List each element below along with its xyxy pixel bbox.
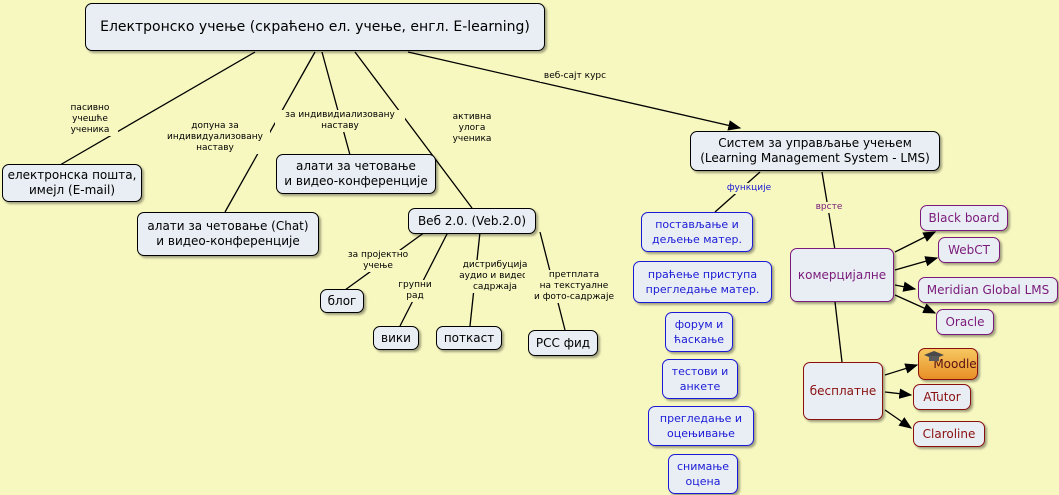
link-web2-wiki	[399, 231, 449, 327]
free-node[interactable]: бесплатне	[803, 362, 883, 420]
graduation-cap-icon	[924, 351, 944, 361]
meridian-node[interactable]: Meridian Global LMS	[918, 277, 1058, 303]
function-upload-node[interactable]: постављање и дељење матер.	[641, 212, 753, 252]
podcast-node[interactable]: поткаст	[436, 326, 502, 350]
chat-node[interactable]: алати за четовање (Chat) и видео-конфере…	[137, 212, 319, 256]
label-subscription: претплата на текстуалне и фото-садржаје	[525, 270, 623, 303]
label-project: за пројектно учење	[342, 250, 414, 272]
label-supplement: допуна за индивидуализовану наставу	[160, 121, 270, 154]
commercial-node[interactable]: комерцијалне	[790, 248, 894, 302]
label-active: активна улога ученика	[444, 112, 500, 145]
atutor-node[interactable]: ATutor	[913, 384, 971, 410]
link-commercial-oracle	[894, 294, 937, 314]
link-root-chat2	[321, 51, 351, 156]
function-tracking-node[interactable]: праћење приступа прегледање матер.	[633, 261, 772, 303]
link-root-chat	[224, 51, 316, 213]
link-root-lms	[407, 51, 742, 131]
moodle-node[interactable]: Moodle	[918, 348, 978, 380]
link-root-web2	[354, 51, 473, 209]
function-tests-node[interactable]: тестови и анкете	[662, 359, 738, 399]
label-website: веб-сајт курс	[540, 71, 610, 82]
wiki-node[interactable]: вики	[373, 326, 419, 350]
link-root-email	[59, 51, 256, 166]
link-free-moodle	[884, 363, 919, 376]
blackboard-node[interactable]: Black board	[920, 205, 1008, 231]
label-types: врсте	[812, 202, 846, 213]
label-individual: за индивидиализовану наставу	[275, 110, 405, 132]
label-group: групни рад	[393, 280, 437, 302]
chat2-node[interactable]: алати за четовање и видео-конференције	[276, 154, 436, 194]
root-node[interactable]: Електронско учење (скраћено ел. учење, е…	[85, 3, 545, 51]
label-passive: пасивно учешће ученика	[62, 103, 118, 136]
function-recording-node[interactable]: снимање оцена	[668, 454, 738, 494]
moodle-label: Moodle	[933, 356, 977, 371]
link-commercial-free	[834, 301, 843, 363]
link-free-claroline	[884, 409, 913, 429]
function-forum-node[interactable]: форум и ћаскање	[665, 312, 733, 352]
link-free-atutor	[884, 388, 913, 399]
email-node[interactable]: електронска пошта, имејл (E-mail)	[2, 164, 142, 202]
blog-node[interactable]: блог	[320, 289, 364, 313]
oracle-node[interactable]: Oracle	[936, 309, 994, 335]
lms-node[interactable]: Систем за управљање учењем (Learning Man…	[690, 131, 940, 171]
webct-node[interactable]: WebCT	[938, 237, 1000, 263]
link-commercial-webct	[894, 256, 939, 271]
claroline-node[interactable]: Claroline	[913, 421, 985, 447]
label-functions: функције	[722, 183, 776, 194]
link-commercial-meridian	[894, 281, 917, 292]
link-commercial-blackboard	[894, 231, 937, 253]
rss-node[interactable]: РСС фид	[528, 330, 598, 356]
web2-node[interactable]: Веб 2.0. (Veb.2.0)	[408, 208, 536, 234]
function-grading-node[interactable]: прегледање и оцењивање	[648, 406, 754, 446]
